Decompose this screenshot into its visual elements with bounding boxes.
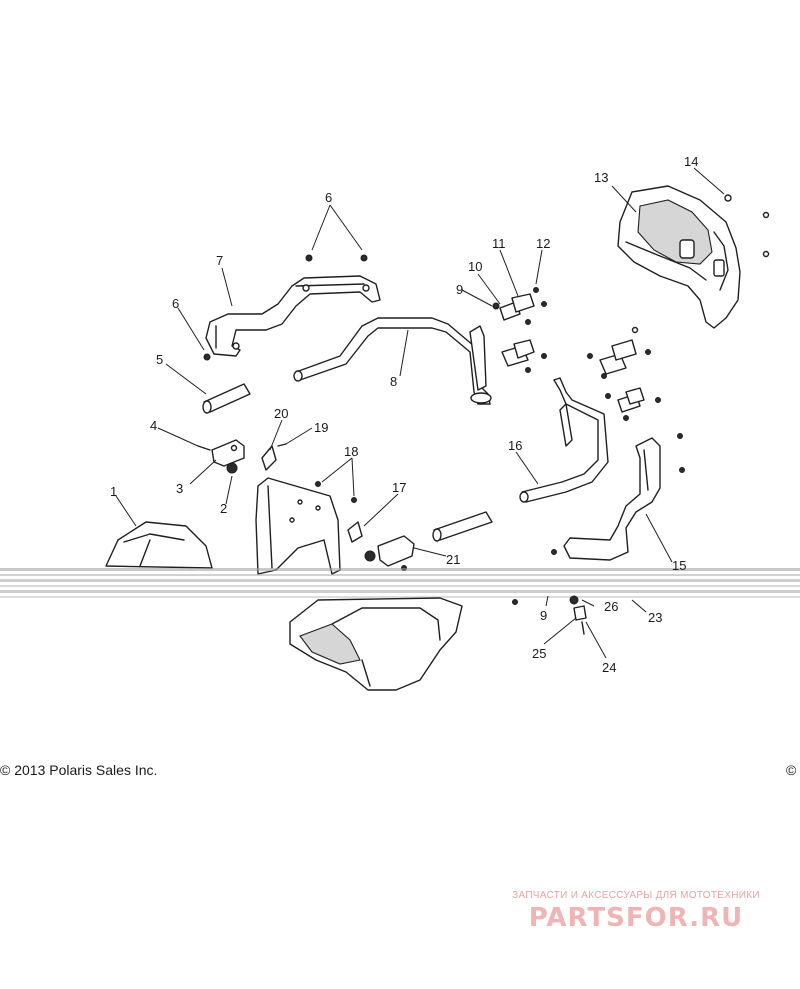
part-8-rack-bar	[293, 317, 492, 405]
part-1-cover	[105, 521, 213, 569]
part-7-grab-handle	[205, 275, 381, 357]
callout-8: 8	[390, 374, 397, 389]
copyright-left: © 2013 Polaris Sales Inc.	[0, 762, 158, 778]
part-seat-frame	[255, 477, 357, 575]
part-17-clip	[347, 521, 363, 543]
part-19-20-clips	[261, 443, 287, 471]
callout-9-top: 9	[456, 282, 463, 297]
part-seat-base-cover	[289, 597, 463, 691]
callout-5: 5	[156, 352, 163, 367]
callout-9-bottom: 9	[540, 608, 547, 623]
watermark-tagline: ЗАПЧАСТИ И АКСЕССУАРЫ ДЛЯ МОТОТЕХНИКИ	[512, 890, 760, 901]
part-15-grab-handle	[551, 433, 685, 561]
callout-23: 23	[648, 610, 662, 625]
callout-1: 1	[110, 484, 117, 499]
part-21-bracket	[364, 535, 415, 571]
callout-16: 16	[508, 438, 522, 453]
callout-4: 4	[150, 418, 157, 433]
part-3-bracket	[197, 439, 245, 474]
scan-noise-band	[0, 568, 800, 598]
callout-18: 18	[344, 444, 358, 459]
callout-12: 12	[536, 236, 550, 251]
callout-26: 26	[604, 599, 618, 614]
callout-numbers: 1 2 3 4 5 6 6 7 8 9 9 10 11 12 13 14 15 …	[110, 154, 698, 675]
copyright-right: ©	[786, 762, 797, 778]
part-13-shroud	[617, 185, 741, 329]
part-14-bolt	[631, 194, 770, 334]
callout-11: 11	[492, 236, 506, 251]
callout-3: 3	[176, 481, 183, 496]
part-9-12-brackets	[492, 287, 661, 421]
callout-13: 13	[594, 170, 608, 185]
callout-2: 2	[220, 501, 227, 516]
leader-lines	[115, 167, 725, 659]
callout-10: 10	[468, 259, 482, 274]
callout-14: 14	[684, 154, 698, 169]
callout-25: 25	[532, 646, 546, 661]
callout-15: 15	[672, 558, 686, 573]
part-center-tube	[432, 511, 493, 542]
part-6-fasteners	[203, 254, 368, 361]
callout-17: 17	[392, 480, 406, 495]
callout-6-left: 6	[172, 296, 179, 311]
callout-24: 24	[602, 660, 616, 675]
callout-19: 19	[314, 420, 328, 435]
part-24-26-hardware	[512, 595, 587, 635]
watermark-brand-logo: PARTSFOR.RU	[528, 903, 744, 933]
watermark: ЗАПЧАСТИ И АКСЕССУАРЫ ДЛЯ МОТОТЕХНИКИ PA…	[478, 890, 794, 933]
part-16-rack-bar	[519, 377, 609, 503]
callout-7: 7	[216, 253, 223, 268]
callout-6-top: 6	[325, 190, 332, 205]
callout-21: 21	[446, 552, 460, 567]
callout-20: 20	[274, 406, 288, 421]
part-5-tube	[202, 383, 251, 414]
